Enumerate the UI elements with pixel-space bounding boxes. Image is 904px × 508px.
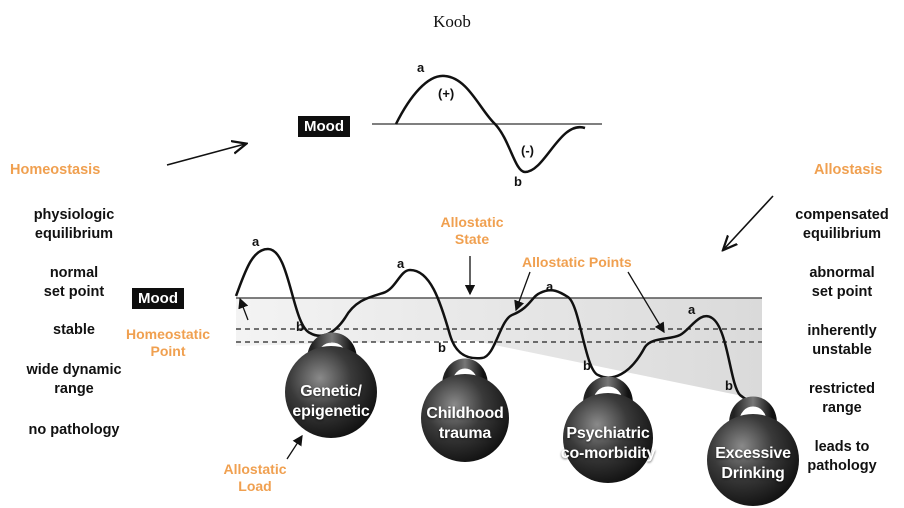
top-peak-letter: a xyxy=(417,60,425,75)
left-item-pathology: no pathology xyxy=(28,422,120,438)
allostatic-point-arrow-2 xyxy=(627,271,665,334)
genetic-epigenetic-label: Genetic/ epigenetic xyxy=(292,383,370,420)
allostatic-points-label: Allostatic Points xyxy=(522,254,632,270)
allostatic-point-arrow-1 xyxy=(514,271,531,312)
right-item-set-point: abnormal set point xyxy=(809,265,875,300)
right-item-pathology: leads to pathology xyxy=(807,439,877,474)
main-mood-label: Mood xyxy=(132,288,184,309)
kettlebell-genetic xyxy=(285,332,377,438)
right-item-stability: inherently unstable xyxy=(807,323,877,358)
kettlebell-childhood xyxy=(421,358,509,462)
homeostatic-point-label: Homeostatic Point xyxy=(125,326,211,359)
peak-letter-1: a xyxy=(252,234,260,249)
top-mood-label: Mood xyxy=(298,116,350,137)
top-plus-label: (+) xyxy=(438,86,455,101)
allostatic-load-label: Allostatic Load xyxy=(223,461,287,494)
kettlebell-drinking xyxy=(707,396,799,506)
peak-letter-3: a xyxy=(546,279,554,294)
right-item-range: restricted range xyxy=(808,381,876,416)
allostasis-heading: Allostasis xyxy=(814,162,883,178)
psychiatric-comorbidity-label: Psychiatric co-morbidity xyxy=(560,425,656,462)
trough-letter-2: b xyxy=(438,340,446,355)
kettlebell-psychiatric xyxy=(563,376,653,483)
right-item-equilibrium: compensated equilibrium xyxy=(795,207,889,242)
trough-letter-3: b xyxy=(583,358,591,373)
top-trough-letter: b xyxy=(514,174,522,189)
allostatic-state-label: Allostatic State xyxy=(440,214,504,247)
top-minus-label: (-) xyxy=(521,143,534,158)
childhood-trauma-label: Childhood trauma xyxy=(426,405,504,442)
left-item-set-point: normal set point xyxy=(43,265,105,300)
trough-letter-4: b xyxy=(725,378,733,393)
left-item-equilibrium: physiologic equilibrium xyxy=(33,207,115,242)
top-mood-curve xyxy=(394,74,586,174)
trough-letter-1: b xyxy=(296,319,304,334)
homeostatic-point-arrow xyxy=(238,297,249,321)
excessive-drinking-label: Excessive Drinking xyxy=(715,445,791,482)
arrow-right-to-bottom xyxy=(724,195,774,249)
author-label: Koob xyxy=(433,12,471,31)
arrow-left-to-top xyxy=(166,144,245,166)
allostatic-band xyxy=(236,298,762,400)
homeostasis-heading: Homeostasis xyxy=(10,162,101,178)
left-item-range: wide dynamic range xyxy=(26,362,122,397)
peak-letter-4: a xyxy=(688,302,696,317)
left-item-stability: stable xyxy=(53,322,95,338)
peak-letter-2: a xyxy=(397,256,405,271)
allostatic-load-arrow xyxy=(286,434,303,460)
